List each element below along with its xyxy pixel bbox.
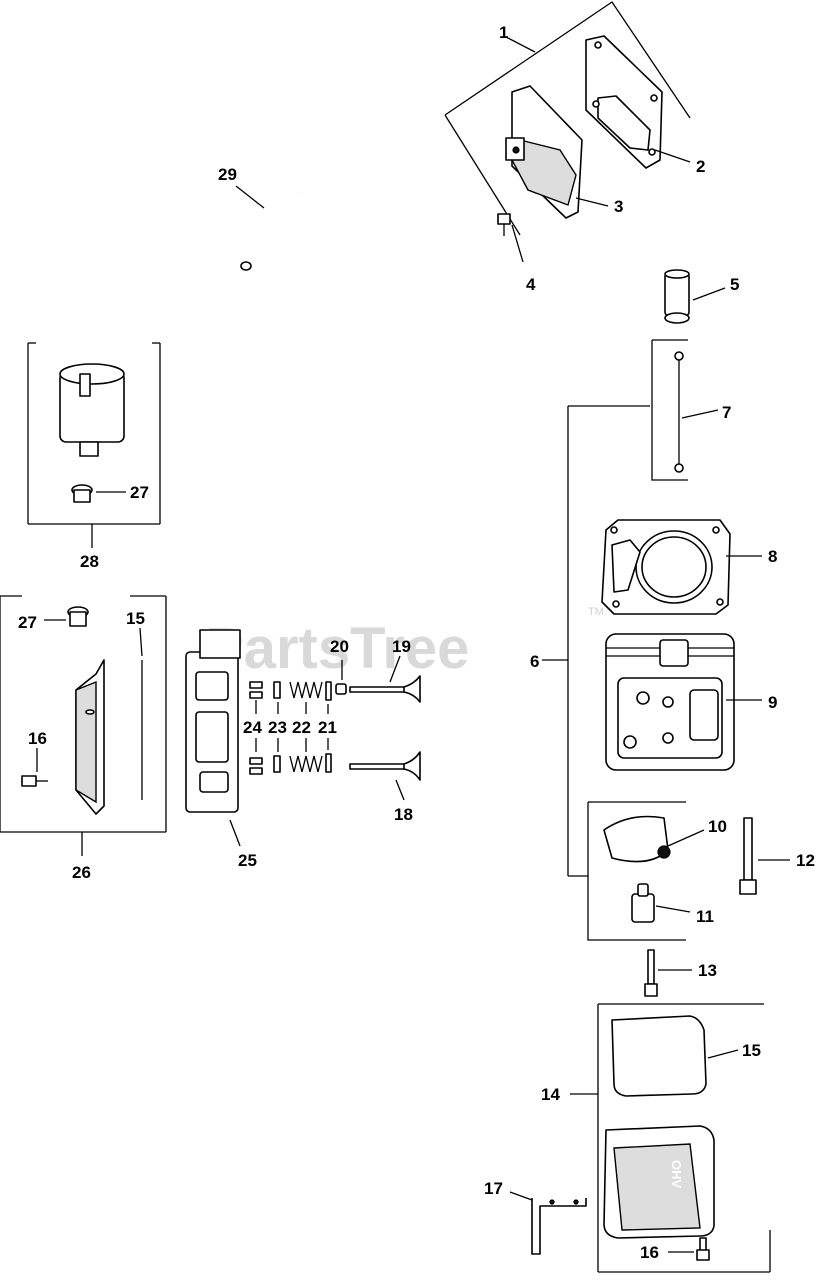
fuel-filter-part[interactable] bbox=[59, 363, 125, 457]
exhaust-valve-part[interactable] bbox=[349, 751, 421, 801]
callout-16b: 16 bbox=[640, 1243, 659, 1262]
rocker-pivot-part[interactable] bbox=[631, 883, 691, 923]
callout-16a: 16 bbox=[28, 729, 47, 748]
callout-15b: 15 bbox=[742, 1041, 761, 1060]
callout-27a: 27 bbox=[130, 483, 149, 502]
callout-20: 20 bbox=[330, 637, 349, 656]
callout-9: 9 bbox=[768, 693, 777, 712]
valve-cover-part[interactable]: OHV bbox=[603, 1125, 715, 1239]
callout-12: 12 bbox=[796, 851, 815, 870]
side-grommet-part[interactable] bbox=[44, 606, 89, 627]
side-screw-part[interactable] bbox=[21, 748, 48, 787]
side-cover-group bbox=[0, 595, 167, 856]
rocker-arm-part[interactable] bbox=[603, 815, 705, 863]
callout-25: 25 bbox=[238, 851, 257, 870]
callout-5: 5 bbox=[730, 275, 739, 294]
breather-screw-part[interactable] bbox=[497, 213, 524, 263]
callout-13: 13 bbox=[698, 961, 717, 980]
callout-4: 4 bbox=[526, 275, 536, 294]
watermark-text: PartsTree bbox=[205, 616, 469, 681]
callout-26: 26 bbox=[72, 863, 91, 882]
callout-17: 17 bbox=[484, 1179, 503, 1198]
head-side-view-part[interactable] bbox=[185, 629, 241, 847]
cylinder-head-kit-group bbox=[542, 339, 688, 877]
callout-11: 11 bbox=[696, 907, 714, 926]
bracket-part[interactable] bbox=[509, 1191, 587, 1255]
valve-seal-part[interactable] bbox=[335, 660, 347, 695]
callout-24: 24 bbox=[243, 718, 262, 737]
watermark-trademark: TM bbox=[588, 606, 604, 618]
callout-2: 2 bbox=[696, 157, 705, 176]
callout-15a: 15 bbox=[126, 609, 145, 628]
callout-7: 7 bbox=[722, 403, 731, 422]
callout-14: 14 bbox=[541, 1085, 560, 1104]
spring-caps-part[interactable] bbox=[325, 681, 332, 773]
hydraulic-lifter-part[interactable] bbox=[664, 269, 726, 324]
spring-retainers-part[interactable] bbox=[273, 681, 281, 773]
side-cover-part[interactable] bbox=[75, 659, 105, 815]
stud-part[interactable] bbox=[644, 949, 692, 997]
rocker-arm-group bbox=[587, 801, 686, 941]
valve-cover-gasket-part[interactable] bbox=[611, 1015, 739, 1097]
callout-28: 28 bbox=[80, 552, 99, 571]
callout-19: 19 bbox=[392, 637, 411, 656]
callout-27b: 27 bbox=[18, 613, 37, 632]
side-cover-gasket-part[interactable] bbox=[139, 627, 143, 800]
cylinder-head-part[interactable] bbox=[605, 633, 762, 771]
callout-29: 29 bbox=[218, 165, 237, 184]
breather-cover-part[interactable] bbox=[505, 85, 583, 219]
valve-cover-kit-group bbox=[570, 1003, 771, 1273]
callout-6: 6 bbox=[530, 652, 539, 671]
callout-8: 8 bbox=[768, 547, 777, 566]
valve-springs-part[interactable] bbox=[289, 681, 323, 773]
callout-23: 23 bbox=[268, 718, 287, 737]
callout-18: 18 bbox=[394, 805, 413, 824]
fuel-filter-group bbox=[27, 342, 161, 548]
cover-screw-part[interactable] bbox=[668, 1237, 710, 1261]
valve-keepers-part[interactable] bbox=[249, 681, 263, 775]
cover-logo: OHV bbox=[669, 1160, 684, 1189]
breather-hose-part[interactable] bbox=[235, 185, 303, 271]
filter-grommet-part[interactable] bbox=[71, 484, 126, 503]
head-bolt-part[interactable] bbox=[739, 817, 790, 895]
breather-gasket-part[interactable] bbox=[585, 35, 663, 169]
callout-1: 1 bbox=[499, 23, 508, 42]
callout-10: 10 bbox=[708, 817, 727, 836]
head-gasket-part[interactable] bbox=[601, 519, 762, 615]
callout-3: 3 bbox=[614, 197, 623, 216]
intake-valve-part[interactable] bbox=[349, 655, 421, 703]
push-rod-part[interactable] bbox=[674, 351, 719, 473]
callout-21: 21 bbox=[318, 718, 337, 737]
callout-22: 22 bbox=[292, 718, 311, 737]
